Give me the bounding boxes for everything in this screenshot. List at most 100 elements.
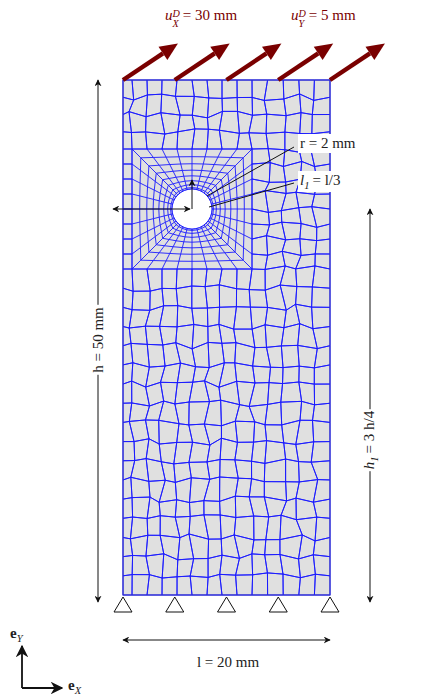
mesh-spoke [204, 149, 237, 193]
mesh-element [252, 236, 268, 256]
mesh-element [265, 191, 286, 213]
support-symbol [269, 597, 287, 612]
label-text: h = 50 mm [90, 307, 106, 373]
mesh-element [296, 442, 314, 462]
support-symbol [321, 597, 339, 612]
mesh-element [281, 498, 296, 520]
mesh-grid [123, 80, 330, 595]
mesh-element [175, 500, 190, 517]
mesh-element [314, 574, 330, 595]
mesh-element [249, 290, 267, 308]
mesh-element [267, 346, 284, 368]
mesh-element [162, 288, 178, 305]
mesh-element [207, 460, 220, 480]
mesh-element [189, 515, 209, 539]
mesh-spoke [132, 223, 178, 269]
label-text: = l/3 [312, 172, 340, 188]
mesh-element [252, 441, 267, 464]
symbol-indices: DY [299, 9, 306, 28]
dimension-label: l = 20 mm [195, 653, 261, 672]
mesh-element [192, 269, 207, 287]
label-text: = 5 mm [309, 7, 356, 23]
mesh-element [159, 420, 179, 444]
mesh-element [265, 402, 282, 425]
mesh-element [205, 381, 221, 402]
mesh-element [312, 97, 330, 114]
mesh-spoke [132, 214, 173, 224]
mesh-element [123, 209, 132, 224]
mesh-element [296, 420, 314, 444]
mesh-element [249, 404, 267, 424]
supports [114, 597, 339, 612]
plate-fill [123, 80, 330, 595]
mesh-element [234, 307, 252, 329]
mesh-element [174, 462, 192, 482]
mesh-element [311, 461, 330, 480]
mesh-element [192, 80, 209, 98]
label-text: l [300, 172, 304, 188]
mesh-element [264, 497, 286, 517]
mesh-element [207, 80, 222, 98]
label-text: = 30 mm [183, 7, 237, 23]
mesh-spoke [147, 225, 180, 269]
arrow-head [262, 43, 281, 60]
mesh-element [123, 288, 133, 310]
arrow-shaft [175, 53, 215, 80]
mesh-element [129, 112, 146, 133]
mesh-element [312, 115, 330, 134]
mesh-element [281, 345, 299, 367]
mesh-element [299, 574, 316, 595]
mesh-element [252, 325, 266, 348]
mesh-element [220, 438, 237, 460]
dimensions [22, 80, 370, 688]
mesh-element [189, 501, 203, 517]
symbol-index: D [299, 9, 306, 19]
dimension-line [123, 640, 330, 641]
mesh-spoke [201, 227, 222, 269]
mesh-spoke [177, 149, 187, 190]
mesh-spoke [197, 228, 207, 269]
mesh-element [177, 559, 194, 577]
mesh-element [312, 287, 330, 307]
mesh-element [123, 442, 135, 461]
mesh-element [146, 113, 165, 134]
mesh-element [298, 345, 318, 368]
mesh-element [204, 501, 220, 515]
mesh-element [235, 442, 254, 461]
mesh-element [249, 114, 267, 133]
mesh-element [123, 132, 132, 149]
mesh-element [123, 149, 132, 164]
mesh-element [235, 496, 253, 517]
mesh-element [189, 381, 209, 402]
mesh-element [315, 239, 330, 254]
mesh-element [177, 576, 192, 595]
mesh-element [146, 132, 165, 149]
mesh-element [264, 482, 286, 501]
annotation-group [22, 43, 385, 688]
mesh-element [123, 421, 134, 441]
mesh-element [176, 286, 192, 308]
mesh-element [162, 554, 178, 578]
axis-arrow [21, 646, 23, 688]
mesh-spoke [147, 149, 180, 193]
axis-arrow [22, 687, 62, 689]
mesh-element [313, 403, 330, 422]
dimension-label: eY [8, 624, 28, 645]
mesh-element [283, 574, 300, 595]
mesh-element [249, 479, 264, 497]
dimension-label: uDX= 30 mm [163, 6, 239, 28]
mesh-element [282, 420, 300, 444]
mesh-element [175, 80, 194, 96]
mesh-element [313, 480, 330, 503]
mesh-spoke [206, 223, 252, 269]
mesh-element [300, 113, 313, 134]
mesh-element [253, 347, 271, 367]
mesh-element [160, 516, 180, 538]
mesh-element [161, 462, 175, 483]
mesh-element [189, 534, 209, 559]
mesh-spoke [210, 218, 252, 239]
mesh-element [281, 382, 302, 402]
mesh-element [147, 497, 160, 518]
mesh-element [311, 442, 330, 463]
mesh-element [269, 367, 283, 383]
